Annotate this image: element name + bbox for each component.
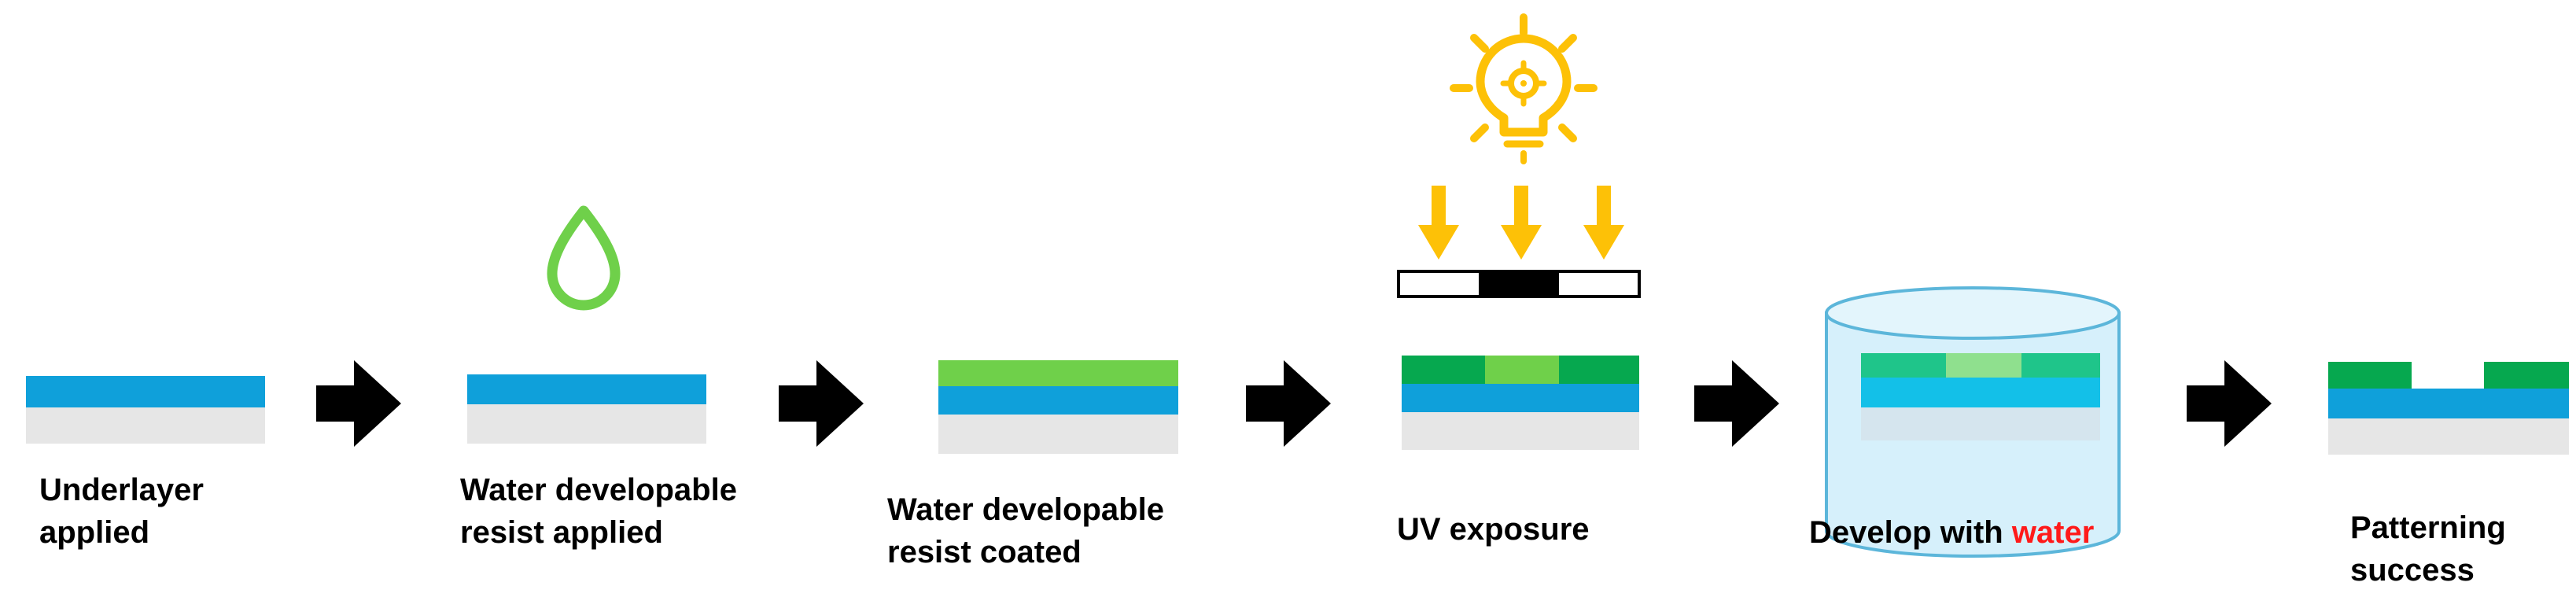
step-5-label-line-1: Develop with water xyxy=(1809,515,2095,550)
step-2-label-line-2: resist applied xyxy=(460,515,663,550)
resist-pattern-right xyxy=(2484,362,2569,389)
substrate-layer xyxy=(2328,418,2569,455)
water-highlight: water xyxy=(2011,515,2095,550)
step-1-label-line-1: Underlayer xyxy=(39,473,204,507)
underlayer xyxy=(467,374,706,404)
right-arrow-icon xyxy=(316,360,401,447)
underlayer xyxy=(1861,378,2100,407)
resist-unexposed-left xyxy=(1402,356,1485,384)
step-3-label: Water developable resist coated xyxy=(887,488,1164,573)
step-1-label-line-2: applied xyxy=(39,515,150,550)
mask-opaque-region xyxy=(1479,271,1559,297)
step-2-stack xyxy=(467,205,706,444)
substrate-layer xyxy=(1861,407,2100,440)
substrate-layer xyxy=(26,407,265,444)
right-arrow-icon xyxy=(1246,360,1331,447)
step-4-label-line-1: UV exposure xyxy=(1397,512,1590,547)
uv-lightbulb-icon xyxy=(1450,13,1598,164)
resist-unexposed-right xyxy=(1559,356,1639,384)
resist-pattern-left xyxy=(2328,362,2412,389)
step-4-label: UV exposure xyxy=(1397,508,1590,551)
step-6-label: Patterning success xyxy=(2350,507,2506,591)
step-1-stack xyxy=(26,376,265,444)
step-3-stack xyxy=(938,360,1178,454)
right-arrow-icon xyxy=(1694,360,1779,447)
right-arrow-icon xyxy=(779,360,864,447)
step-6-label-line-2: success xyxy=(2350,553,2475,588)
resist-unexposed-left xyxy=(1861,353,1946,378)
resist-exposed-region xyxy=(1485,356,1559,384)
step-4-exposure xyxy=(1397,13,1641,450)
step-2-label-line-1: Water developable xyxy=(460,473,737,507)
underlayer xyxy=(938,386,1178,415)
down-arrow-icon xyxy=(1583,186,1624,260)
right-arrow-icon xyxy=(2187,360,2272,447)
step-3-label-line-2: resist coated xyxy=(887,535,1082,569)
substrate-layer xyxy=(938,415,1178,454)
step-3-label-line-1: Water developable xyxy=(887,492,1164,527)
down-arrow-icon xyxy=(1501,186,1542,260)
resist-exposed-region xyxy=(1946,353,2021,378)
step-1-label: Underlayer applied xyxy=(39,469,204,554)
underlayer xyxy=(1402,384,1639,412)
step-6-stack xyxy=(2328,362,2569,455)
step-2-label: Water developable resist applied xyxy=(460,469,737,554)
water-droplet-icon xyxy=(547,205,621,311)
step-5-label: Develop with water xyxy=(1809,511,2094,554)
step-6-label-line-1: Patterning xyxy=(2350,510,2506,545)
uv-arrows xyxy=(1418,186,1624,260)
photomask xyxy=(1397,270,1641,298)
down-arrow-icon xyxy=(1418,186,1459,260)
resist-unexposed-right xyxy=(2021,353,2100,378)
developer-bath-rim xyxy=(1825,286,2121,340)
underlayer xyxy=(26,376,265,407)
substrate-layer xyxy=(1402,412,1639,450)
substrate-layer xyxy=(467,404,706,444)
resist-layer xyxy=(938,360,1178,386)
underlayer xyxy=(2328,389,2569,418)
step-5-develop xyxy=(1825,286,2121,558)
